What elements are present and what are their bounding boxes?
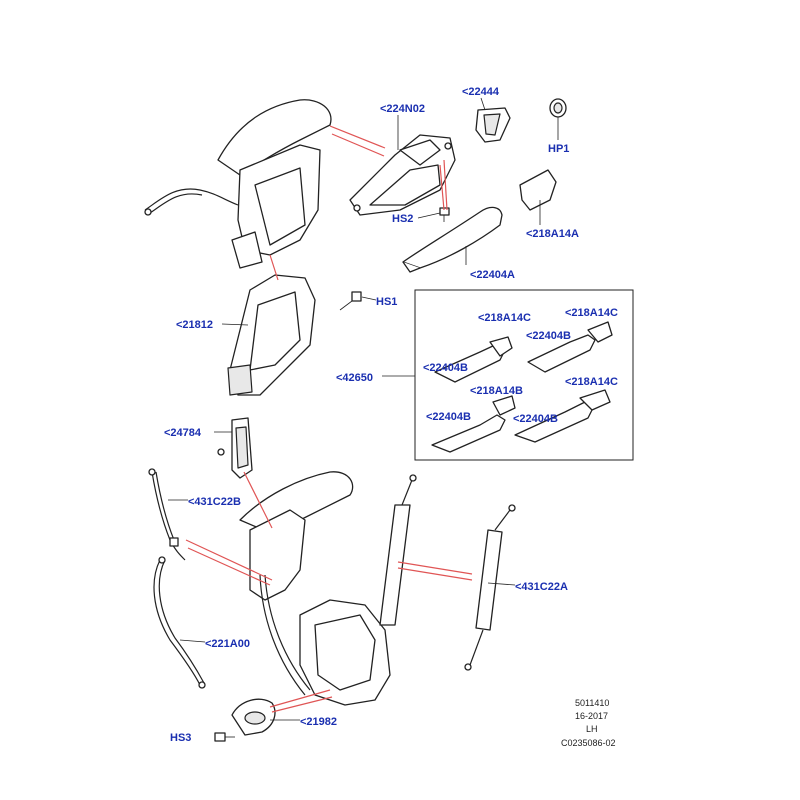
part-221A00-cable (153, 556, 206, 689)
part-21982-striker (231, 698, 276, 736)
part-21812-latch (227, 274, 316, 396)
callout-22444: <22444 (462, 86, 500, 98)
callout-218A14C-1: <218A14C (478, 312, 531, 324)
part-HS3-screw (214, 732, 235, 742)
part-HS1-screw (339, 291, 362, 311)
callout-labels: <224N02 <22444 HP1 HS2 <218A14A <22404A … (164, 86, 618, 744)
exploded-handle-assembly (144, 99, 332, 269)
callout-HP1: HP1 (548, 143, 569, 155)
part-224N02-frame (349, 134, 456, 216)
callout-HS1: HS1 (376, 296, 397, 308)
callout-221A00: <221A00 (205, 638, 250, 650)
callout-22404B-2: <22404B (526, 330, 571, 342)
callout-218A14A: <218A14A (526, 228, 579, 240)
meta-line-4: C0235086-02 (561, 738, 616, 748)
kit-42650-handles (431, 321, 613, 453)
meta-line-1: 5011410 (575, 698, 609, 708)
callout-22404B-4: <22404B (513, 413, 558, 425)
part-218A14A-cap (519, 169, 557, 211)
callout-24784: <24784 (164, 427, 202, 439)
callout-431C22B: <431C22B (188, 496, 241, 508)
part-HS2-screw (439, 207, 450, 222)
callout-HS3: HS3 (170, 732, 191, 744)
callout-21982: <21982 (300, 716, 337, 728)
callout-224N02: <224N02 (380, 103, 425, 115)
callout-21812: <21812 (176, 319, 213, 331)
callout-42650: <42650 (336, 372, 373, 384)
callout-218A14C-3: <218A14C (565, 376, 618, 388)
callout-218A14C-2: <218A14C (565, 307, 618, 319)
part-22404A-outer-handle (402, 206, 503, 273)
part-22444-bracket (475, 107, 511, 143)
diagram-metadata: 5011410 16-2017 LH C0235086-02 (561, 698, 616, 748)
callout-HS2: HS2 (392, 213, 413, 225)
meta-line-2: 16-2017 (575, 711, 608, 721)
callout-431C22A: <431C22A (515, 581, 568, 593)
callout-218A14B: <218A14B (470, 385, 523, 397)
part-431C22B-cable (148, 468, 186, 561)
part-431C22A-cable (464, 504, 516, 671)
callout-22404A: <22404A (470, 269, 515, 281)
part-HP1-plug (549, 98, 567, 118)
meta-line-3: LH (586, 724, 598, 734)
lower-handle-lock-assembly (239, 471, 391, 706)
part-24784-bracket (217, 417, 253, 479)
rod-assembly (379, 474, 417, 626)
callout-leaders (168, 97, 559, 721)
red-leader-lines (185, 125, 473, 713)
kit-42650-box (414, 289, 634, 461)
callout-22404B-3: <22404B (426, 411, 471, 423)
callout-22404B-1: <22404B (423, 362, 468, 374)
